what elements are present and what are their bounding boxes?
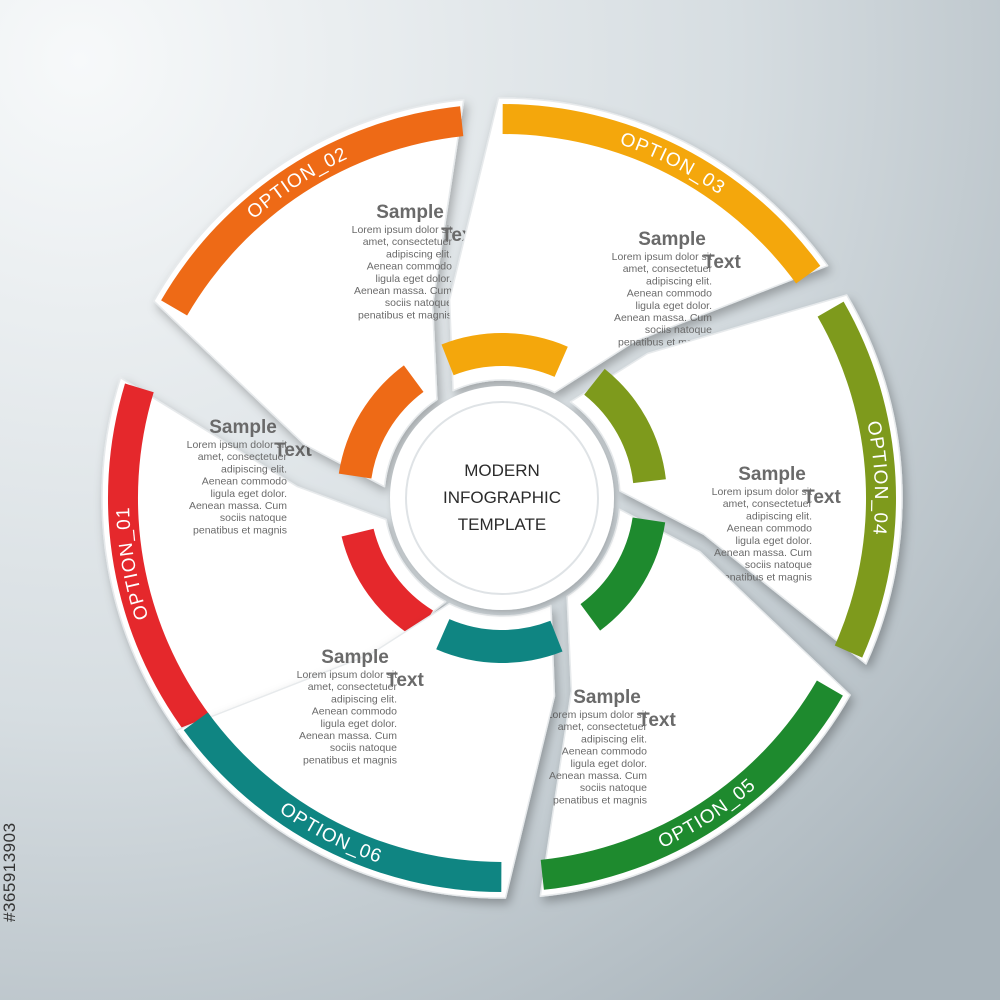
option-5-outer-band — [540, 680, 843, 890]
option-3-heading-line-2: Text — [703, 252, 741, 273]
option-5-inner-band — [580, 517, 666, 631]
option-4-body-line-3: adipiscing elit. — [746, 510, 812, 522]
option-1-body-line-5: ligula eget dolor. — [211, 488, 287, 500]
option-4-heading-line-1: Sample — [738, 464, 806, 485]
option-3-body-line-7: sociis natoque — [645, 324, 712, 336]
option-3-body-line-4: Aenean commodo — [627, 288, 712, 300]
option-3-body — [448, 97, 829, 394]
option-3-body-line-2: amet, consectetuer — [623, 263, 713, 275]
option-4-body-line-7: sociis natoque — [745, 559, 812, 571]
option-6-body-line-7: sociis natoque — [330, 742, 397, 754]
option-1-body-line-7: sociis natoque — [220, 512, 287, 524]
option-4-body-line-2: amet, consectetuer — [723, 498, 813, 510]
option-3-heading-line-1: Sample — [638, 229, 706, 250]
option-6-body-line-8: penatibus et magnis — [303, 754, 397, 766]
option-2-body-line-5: ligula eget dolor. — [376, 273, 452, 285]
option-2-inner-band — [338, 365, 424, 479]
option-6-outer-band — [183, 712, 502, 892]
option-1-body-line-8: penatibus et magnis — [193, 524, 287, 536]
option-1-outer-band — [107, 383, 211, 735]
option-6-body-line-4: Aenean commodo — [312, 706, 397, 718]
option-2-body-line-2: amet, consectetuer — [363, 236, 453, 248]
option-6-body — [175, 602, 556, 899]
option-4-body-line-5: ligula eget dolor. — [736, 535, 812, 547]
option-5-heading-line-2: Text — [638, 710, 676, 731]
option-6-body-line-5: ligula eget dolor. — [321, 718, 397, 730]
option-6-heading-line-1: Sample — [321, 647, 389, 668]
option-2-body-line-3: adipiscing elit. — [386, 248, 452, 260]
option-6-body-line-3: adipiscing elit. — [331, 693, 397, 705]
option-5-body-line-8: penatibus et magnis — [553, 794, 647, 806]
option-6-body-line-6: Aenean massa. Cum — [299, 730, 397, 742]
option-6-inner-band — [436, 619, 563, 663]
option-5-body-line-7: sociis natoque — [580, 782, 647, 794]
option-1-heading-line-1: Sample — [209, 417, 277, 438]
option-3-body-line-3: adipiscing elit. — [646, 275, 712, 287]
option-1-heading-line-2: Text — [274, 440, 312, 461]
center-disc — [405, 401, 599, 595]
option-5-body-line-6: Aenean massa. Cum — [549, 770, 647, 782]
option-5-heading-line-1: Sample — [573, 687, 641, 708]
option-2-outer-band — [161, 106, 464, 316]
option-3-body-line-5: ligula eget dolor. — [636, 300, 712, 312]
option-6-body-line-1: Lorem ipsum dolor sit — [297, 669, 397, 681]
option-5-body-line-5: ligula eget dolor. — [571, 758, 647, 770]
option-2-body-line-6: Aenean massa. Cum — [354, 285, 452, 297]
option-1-body-line-4: Aenean commodo — [202, 476, 287, 488]
option-4-inner-band — [584, 368, 666, 484]
stock-image-id: #365913903 — [0, 822, 19, 923]
option-1-inner-band — [341, 528, 433, 639]
option-5-body-line-2: amet, consectetuer — [558, 721, 648, 733]
option-1-body-line-3: adipiscing elit. — [221, 463, 287, 475]
center-title-line-3: TEMPLATE — [458, 515, 546, 534]
option-4-body-line-1: Lorem ipsum dolor sit — [712, 486, 812, 498]
option-1-body — [101, 376, 447, 743]
option-2-body-line-8: penatibus et magnis — [358, 309, 452, 321]
option-4-outer-band — [817, 301, 897, 658]
option-1-body-line-6: Aenean massa. Cum — [189, 500, 287, 512]
option-5-body-line-4: Aenean commodo — [562, 746, 647, 758]
option-1-body-line-1: Lorem ipsum dolor sit — [187, 439, 287, 451]
option-4-body-line-8: penatibus et magnis — [718, 571, 812, 583]
option-4-body-line-4: Aenean commodo — [727, 523, 812, 535]
option-5-body-line-1: Lorem ipsum dolor sit — [547, 709, 647, 721]
option-3-outer-band — [502, 104, 821, 284]
option-2-body-line-4: Aenean commodo — [367, 261, 452, 273]
center-title-line-1: MODERN — [464, 461, 540, 480]
option-1-body-line-2: amet, consectetuer — [198, 451, 288, 463]
option-4-body — [569, 294, 903, 665]
option-3-inner-band — [441, 333, 568, 377]
option-4-heading-line-2: Text — [803, 487, 841, 508]
option-2-body-line-7: sociis natoque — [385, 297, 452, 309]
center-hub: MODERN INFOGRAPHIC TEMPLATE — [390, 386, 614, 610]
option-2-body-line-1: Lorem ipsum dolor sit — [352, 224, 452, 236]
option-5-body-line-3: adipiscing elit. — [581, 733, 647, 745]
center-title-line-2: INFOGRAPHIC — [443, 488, 561, 507]
option-6-body-line-2: amet, consectetuer — [308, 681, 398, 693]
option-3-body-line-1: Lorem ipsum dolor sit — [612, 251, 712, 263]
option-3-body-line-6: Aenean massa. Cum — [614, 312, 712, 324]
option-4-body-line-6: Aenean massa. Cum — [714, 547, 812, 559]
option-2-heading-line-1: Sample — [376, 202, 444, 223]
option-6-heading-line-2: Text — [386, 670, 424, 691]
